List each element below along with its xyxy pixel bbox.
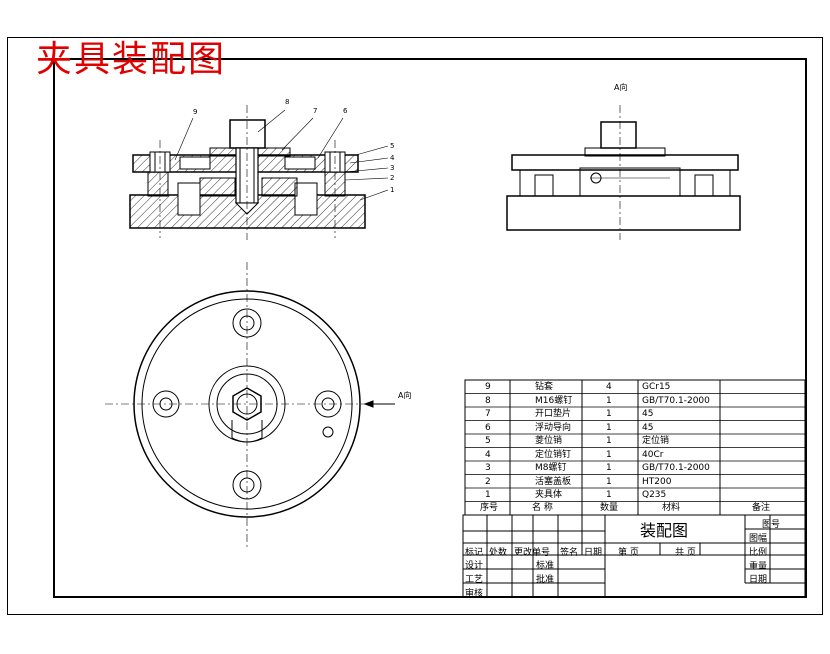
date-label: 日期 — [749, 575, 768, 585]
page-title: 夹具装配图 — [36, 39, 227, 80]
parts-cell-name: 开口垫片 — [535, 409, 572, 419]
parts-cell-name: 钻套 — [535, 382, 554, 392]
callout-labels: 9 8 7 6 5 4 3 2 1 — [193, 98, 395, 194]
parts-cell-material: HT200 — [642, 476, 672, 487]
parts-cell-no: 4 — [485, 449, 491, 460]
rev-header-mark: 标记 — [465, 548, 484, 558]
parts-cell-material: 40Cr — [642, 449, 664, 460]
parts-cell-name: M16螺钉 — [535, 395, 573, 406]
top-view — [105, 262, 395, 548]
parts-cell-material: GCr15 — [642, 382, 671, 392]
role-standard: 标准 — [536, 561, 555, 571]
drawing-name: 装配图 — [640, 521, 689, 540]
parts-cell-no: 3 — [485, 463, 491, 473]
callout-8: 8 — [285, 98, 289, 106]
parts-cell-material: 45 — [642, 409, 654, 419]
parts-cell-qty: 1 — [606, 395, 612, 406]
parts-cell-qty: 4 — [606, 382, 612, 392]
rev-header-sign: 签名 — [560, 548, 579, 558]
parts-cell-material: 定位销 — [642, 436, 670, 446]
parts-cell-qty: 1 — [606, 476, 612, 487]
parts-cell-name: 菱位销 — [535, 436, 563, 446]
callout-1: 1 — [390, 186, 394, 194]
rev-header-date: 日期 — [584, 548, 603, 558]
parts-cell-qty: 1 — [606, 449, 612, 460]
rev-header-order: 更改单号 — [514, 548, 551, 558]
parts-cell-material: GB/T70.1-2000 — [642, 395, 710, 406]
callout-9: 9 — [193, 108, 197, 116]
parts-cell-name: 浮动导向 — [535, 422, 572, 433]
callout-6: 6 — [343, 107, 348, 115]
header-qty: 数量 — [600, 503, 619, 513]
parts-cell-name: M8螺钉 — [535, 463, 567, 473]
parts-cell-qty: 1 — [606, 490, 612, 500]
parts-cell-no: 7 — [485, 409, 491, 419]
callout-5: 5 — [390, 142, 394, 150]
parts-cell-name: 活塞盖板 — [535, 476, 572, 487]
role-process: 工艺 — [465, 575, 484, 585]
parts-cell-name: 定位销钉 — [535, 449, 572, 460]
parts-cell-material: Q235 — [642, 490, 667, 500]
parts-cell-material: GB/T70.1-2000 — [642, 463, 710, 473]
header-material: 材料 — [662, 503, 681, 513]
header-name: 名 称 — [532, 503, 553, 513]
weight-label: 重量 — [749, 562, 768, 572]
header-note: 备注 — [752, 503, 771, 513]
parts-cell-no: 6 — [485, 422, 491, 433]
header-no: 序号 — [480, 503, 499, 513]
parts-cell-no: 9 — [485, 382, 491, 392]
parts-cell-name: 夹具体 — [535, 490, 563, 500]
front-section-view — [129, 105, 389, 240]
outer-border — [7, 37, 823, 615]
callout-7: 7 — [313, 107, 317, 115]
callout-3: 3 — [390, 164, 394, 172]
parts-cell-no: 5 — [485, 436, 491, 446]
parts-cell-no: 1 — [485, 490, 491, 500]
parts-cell-no: 2 — [485, 476, 491, 487]
parts-cell-qty: 1 — [606, 463, 612, 473]
arrow-label-a: A向 — [398, 390, 411, 400]
total-label: 共 页 — [675, 548, 696, 558]
parts-row-lines — [465, 393, 805, 502]
parts-cell-qty: 1 — [606, 436, 612, 446]
role-approve: 批准 — [536, 575, 555, 585]
sheet-label: 第 页 — [618, 548, 639, 558]
parts-cell-qty: 1 — [606, 409, 612, 419]
role-design: 设计 — [465, 561, 484, 571]
parts-cell-qty: 1 — [606, 422, 612, 433]
extra-label: 图幅 — [749, 534, 768, 544]
parts-cell-material: 45 — [642, 422, 654, 433]
role-review: 审核 — [465, 589, 484, 599]
callout-4: 4 — [390, 154, 395, 162]
rev-header-count: 处数 — [489, 548, 508, 558]
title-block-grid — [462, 514, 806, 598]
drawing-no-label: 图号 — [762, 520, 781, 530]
parts-cell-no: 8 — [485, 395, 491, 406]
view-label-a: A向 — [614, 82, 627, 92]
scale-label: 比例 — [749, 548, 768, 558]
side-view — [506, 105, 741, 240]
callout-2: 2 — [390, 174, 394, 182]
drawing-frame — [53, 58, 807, 598]
